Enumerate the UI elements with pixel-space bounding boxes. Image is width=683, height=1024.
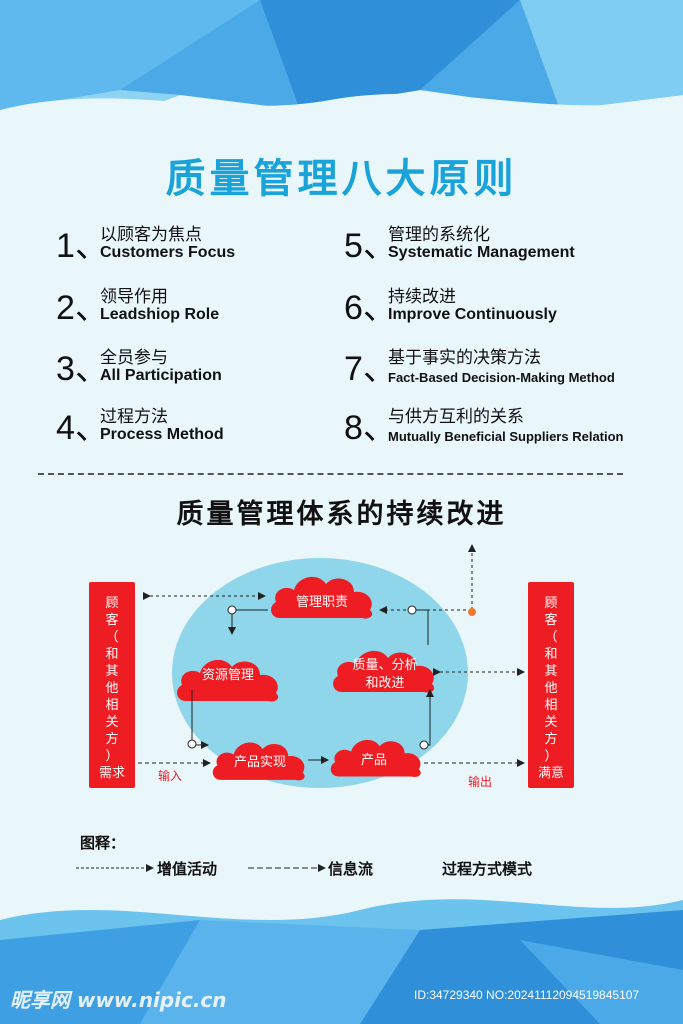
legend-solid-arrow: [76, 864, 154, 872]
page-title: 质量管理八大原则: [165, 156, 518, 202]
principle-zh: 以顾客为焦点: [100, 225, 202, 245]
customer-demand-text: 顾 客 （ 和 其 他 相 关 方 ） 需求: [99, 596, 125, 781]
principle-number: 2、: [56, 289, 109, 327]
legend-dashed-arrow: [248, 864, 326, 872]
process-diagram: 顾 客 （ 和 其 他 相 关 方 ） 需求 顾 客 （ 和 其 他 相 关 方…: [89, 544, 574, 789]
principle-number: 5、: [344, 227, 397, 265]
principle-number: 1、: [56, 227, 109, 265]
product-label: 产品: [361, 753, 387, 768]
svg-text:关: 关: [105, 715, 118, 730]
principle-number: 6、: [344, 289, 397, 327]
svg-text:其: 其: [544, 664, 557, 679]
legend-value-activity: 增值活动: [157, 860, 218, 878]
customer-satisfaction-box: [528, 582, 574, 788]
svg-text:（: （: [544, 630, 557, 645]
svg-text:需求: 需求: [99, 766, 125, 781]
svg-text:）: ）: [544, 749, 557, 764]
svg-text:其: 其: [105, 664, 118, 679]
principle-zh: 基于事实的决策方法: [388, 348, 541, 368]
principle-en: Fact-Based Decision-Making Method: [388, 370, 615, 385]
principle-number: 4、: [56, 409, 109, 447]
svg-text:满意: 满意: [538, 765, 564, 781]
legend-info-flow: 信息流: [328, 860, 374, 878]
svg-text:顾: 顾: [544, 596, 557, 611]
top-background: [0, 0, 683, 150]
svg-text:顾: 顾: [105, 596, 118, 611]
svg-text:客: 客: [544, 612, 557, 628]
principle-number: 8、: [344, 409, 397, 447]
svg-text:和: 和: [544, 647, 557, 662]
quality-label-1: 质量、分析: [352, 658, 417, 673]
svg-text:关: 关: [544, 715, 557, 730]
customer-satisfaction-text: 顾 客 （ 和 其 他 相 关 方 ） 满意: [538, 596, 564, 781]
output-label: 输出: [468, 774, 492, 789]
customer-demand-box: [89, 582, 135, 788]
principle-number: 3、: [56, 350, 109, 388]
legend-title: 图释：: [80, 834, 126, 852]
svg-text:他: 他: [105, 681, 118, 696]
management-label: 管理职责: [296, 595, 348, 610]
realization-label: 产品实现: [234, 755, 286, 770]
principle-zh: 领导作用: [100, 287, 168, 307]
watermark-id: ID:34729340 NO:20241112094519845107: [414, 988, 640, 1002]
principle-en: Systematic Management: [388, 244, 575, 261]
legend-process-mode: 过程方式模式: [442, 860, 533, 878]
principle-zh: 管理的系统化: [388, 225, 490, 245]
bottom-background: [0, 899, 683, 1024]
svg-text:他: 他: [544, 681, 557, 696]
principle-zh: 持续改进: [388, 287, 456, 307]
principle-zh: 全员参与: [100, 348, 168, 368]
diagram-title: 质量管理体系的持续改进: [176, 499, 507, 530]
principle-number: 7、: [344, 350, 397, 388]
input-label: 输入: [158, 768, 182, 783]
svg-text:客: 客: [105, 612, 118, 628]
process-ellipse: [172, 558, 468, 788]
svg-text:相: 相: [544, 698, 557, 713]
principle-en: Customers Focus: [100, 244, 236, 261]
principle-en: Improve Continuously: [388, 306, 557, 323]
principle-zh: 与供方互利的关系: [388, 407, 524, 427]
svg-text:和: 和: [105, 647, 118, 662]
svg-text:）: ）: [105, 749, 118, 764]
svg-text:（: （: [105, 630, 118, 645]
section-divider: [38, 473, 623, 475]
svg-text:方: 方: [544, 731, 557, 747]
svg-text:相: 相: [105, 698, 118, 713]
principle-en: Mutually Beneficial Suppliers Relation: [388, 429, 624, 444]
resource-label: 资源管理: [202, 668, 254, 683]
watermark-brand: 昵享网 www.nipic.cn: [10, 988, 227, 1012]
quality-label-2: 和改进: [365, 676, 404, 691]
principle-en: Process Method: [100, 426, 224, 443]
principle-zh: 过程方法: [100, 407, 168, 427]
feedback-dot: [468, 608, 476, 616]
principle-en: All Participation: [100, 367, 222, 384]
principle-en: Leadshiop Role: [100, 306, 220, 323]
svg-text:方: 方: [105, 731, 118, 747]
